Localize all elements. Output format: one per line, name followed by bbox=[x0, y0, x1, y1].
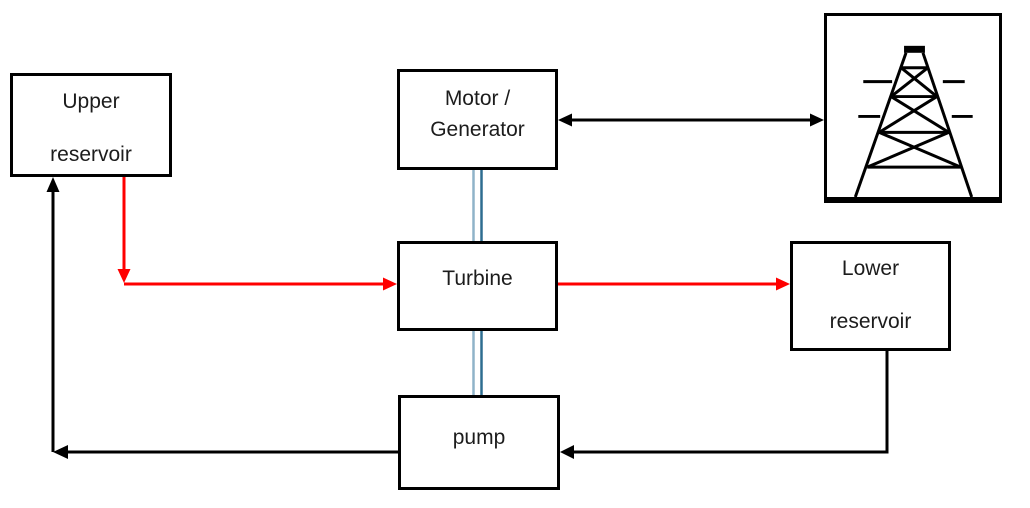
edge-turbine-to-lower-reservoir bbox=[558, 277, 790, 291]
lower-reservoir-label-line2: reservoir bbox=[829, 310, 912, 333]
node-motor-generator: Motor / Generator bbox=[397, 69, 558, 170]
node-turbine: Turbine bbox=[397, 241, 558, 331]
node-upper-reservoir: Upper reservoir bbox=[10, 73, 172, 177]
motor-generator-label-line1: Motor / bbox=[444, 86, 511, 110]
node-pump: pump bbox=[398, 395, 560, 490]
upper-reservoir-label-line1: Upper bbox=[62, 90, 120, 113]
turbine-label: Turbine bbox=[442, 267, 513, 290]
edge-upper-reservoir-to-turbine bbox=[117, 177, 397, 291]
node-lower-reservoir: Lower reservoir bbox=[790, 241, 951, 351]
edge-motor-generator-grid bbox=[558, 113, 824, 127]
pump-label: pump bbox=[452, 426, 506, 449]
upper-reservoir-label-line2: reservoir bbox=[50, 143, 132, 166]
shaft-motor-generator-turbine bbox=[472, 170, 483, 241]
transmission-tower-icon bbox=[853, 45, 974, 197]
edge-lower-reservoir-to-pump bbox=[560, 351, 889, 459]
lower-reservoir-label-line1: Lower bbox=[841, 257, 900, 280]
shaft-turbine-pump bbox=[472, 331, 483, 395]
node-power-grid bbox=[824, 13, 1002, 203]
edge-pump-to-upper-reservoir bbox=[46, 177, 398, 459]
motor-generator-label-line2: Generator bbox=[430, 117, 525, 141]
